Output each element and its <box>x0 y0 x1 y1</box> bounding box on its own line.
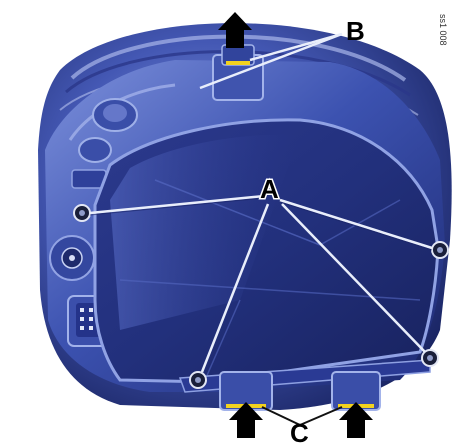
adjuster-knob <box>50 236 94 280</box>
callout-b: B <box>346 16 365 46</box>
rear-cover <box>95 120 438 392</box>
figure-code: ss1 008 <box>438 14 448 46</box>
callout-a: A <box>260 174 279 204</box>
screw-head-icon <box>432 242 448 258</box>
callout-c: C <box>290 418 309 446</box>
screw-head-icon <box>190 372 206 388</box>
screw-head-icon <box>74 205 90 221</box>
